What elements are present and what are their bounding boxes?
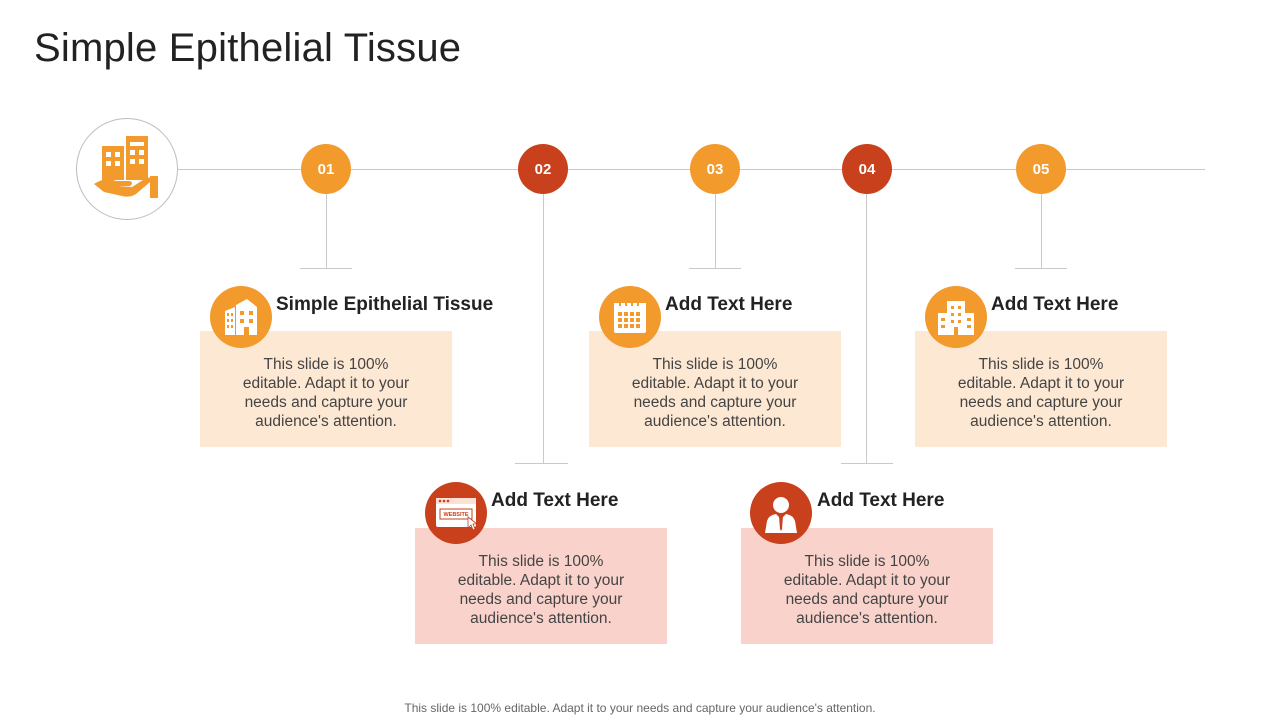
website-icon: WEBSITE: [436, 498, 478, 531]
step-icon-circle-05: [925, 286, 987, 348]
step-card-05: This slide is 100% editable. Adapt it to…: [915, 331, 1167, 447]
connector-04: [866, 194, 867, 463]
office-building-icon: [938, 301, 974, 335]
step-card-01: This slide is 100% editable. Adapt it to…: [200, 331, 452, 447]
step-heading-05: Add Text Here: [991, 294, 1119, 315]
connector-02: [543, 194, 544, 463]
step-card-02: This slide is 100% editable. Adapt it to…: [415, 528, 667, 644]
step-number-03: 03: [690, 144, 740, 194]
step-heading-01: Simple Epithelial Tissue: [276, 294, 494, 315]
page-title: Simple Epithelial Tissue: [34, 26, 462, 70]
website-icon-label: WEBSITE: [443, 512, 468, 518]
buildings-icon: [225, 299, 257, 335]
footer-note: This slide is 100% editable. Adapt it to…: [404, 701, 876, 715]
timeline-line: [128, 169, 1205, 170]
connector-bar-02: [515, 463, 568, 464]
building-hand-icon: [94, 136, 158, 198]
step-card-04: This slide is 100% editable. Adapt it to…: [741, 528, 993, 644]
hub-circle: [76, 118, 178, 220]
step-number-05: 05: [1016, 144, 1066, 194]
step-icon-circle-04: [750, 482, 812, 544]
step-number-01: 01: [301, 144, 351, 194]
connector-bar-04: [841, 463, 893, 464]
step-number-02: 02: [518, 144, 568, 194]
connector-05: [1041, 194, 1042, 268]
connector-bar-01: [300, 268, 352, 269]
connector-03: [715, 194, 716, 268]
step-heading-03: Add Text Here: [665, 294, 793, 315]
step-heading-04: Add Text Here: [817, 490, 945, 511]
connector-bar-03: [689, 268, 741, 269]
calendar-icon: [614, 300, 646, 333]
step-card-03: This slide is 100% editable. Adapt it to…: [589, 331, 841, 447]
step-number-04: 04: [842, 144, 892, 194]
connector-01: [326, 194, 327, 268]
step-icon-circle-03: [599, 286, 661, 348]
connector-bar-05: [1015, 268, 1067, 269]
step-icon-circle-01: [210, 286, 272, 348]
step-icon-circle-02: WEBSITE: [425, 482, 487, 544]
person-icon: [765, 497, 797, 533]
step-heading-02: Add Text Here: [491, 490, 619, 511]
